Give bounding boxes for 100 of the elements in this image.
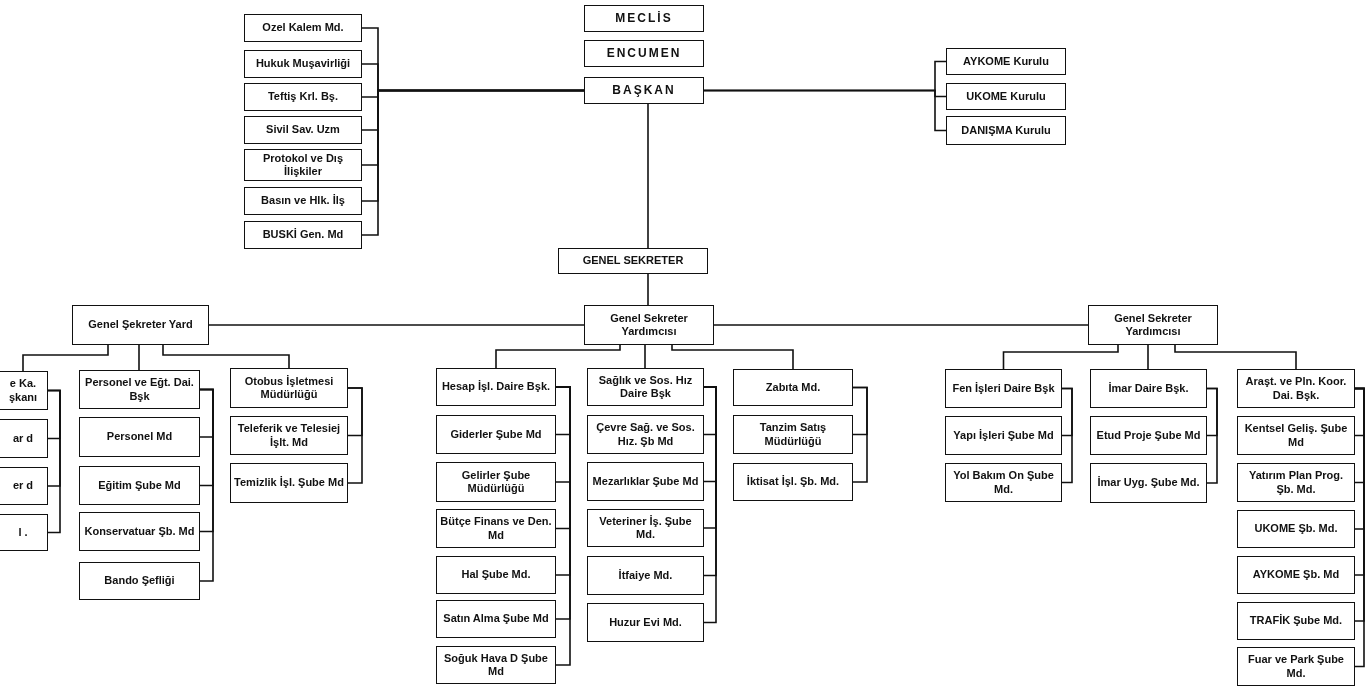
connector-line <box>647 103 649 249</box>
unit-box <box>0 371 48 410</box>
unit-box <box>558 248 708 274</box>
unit-box <box>244 221 362 249</box>
unit-box <box>244 149 362 181</box>
unit-name: Personel Md <box>106 430 173 444</box>
unit-box <box>945 463 1062 502</box>
connector-line <box>208 324 585 326</box>
connector-line <box>1147 344 1149 370</box>
unit-box <box>1237 647 1355 686</box>
unit-box <box>230 463 348 503</box>
unit-name: Bando Şefliği <box>104 574 175 588</box>
unit-box <box>1237 556 1355 594</box>
unit-box <box>436 646 556 684</box>
unit-name: Yapı İşleri Şube Md <box>953 428 1054 443</box>
unit-box <box>0 514 48 551</box>
unit-name: ar d <box>12 431 34 446</box>
unit-name: Sivil Sav. Uzm <box>266 123 340 137</box>
connector-line <box>361 89 585 236</box>
unit-name: Temizlik İşl. Şube Md <box>234 476 344 490</box>
connector-line <box>852 386 868 483</box>
unit-box <box>1237 416 1355 455</box>
connector-line <box>1061 387 1073 484</box>
connector-line <box>495 344 621 369</box>
connector-line <box>162 344 290 369</box>
unit-name: MECLİS <box>615 11 673 26</box>
unit-box <box>587 509 704 547</box>
connector-line <box>703 386 717 624</box>
connector-line <box>671 344 794 370</box>
unit-box <box>733 369 853 406</box>
connector-line <box>713 324 1089 326</box>
unit-name: Otobus İşletmesi Müdürlüğü <box>243 374 335 402</box>
unit-box <box>244 14 362 42</box>
unit-name: Tanzim Satış Müdürlüğü <box>758 421 828 448</box>
unit-box <box>230 416 348 455</box>
unit-box <box>244 83 362 111</box>
unit-box <box>1237 369 1355 408</box>
unit-box <box>72 305 209 345</box>
unit-name: Huzur Evi Md. <box>609 615 682 630</box>
unit-name: Gelirler Şube Müdürlüğü <box>460 468 532 496</box>
unit-name: Fen İşleri Daire Bşk <box>952 381 1055 396</box>
connector-line <box>647 273 649 306</box>
unit-name: TRAFİK Şube Md. <box>1249 614 1343 628</box>
unit-box <box>0 419 48 458</box>
unit-name: İktisat İşl. Şb. Md. <box>746 475 840 489</box>
connector-line <box>347 387 363 484</box>
unit-box <box>733 463 853 501</box>
unit-name: İmar Daire Bşk. <box>1108 381 1189 396</box>
unit-name: Fuar ve Park Şube Md. <box>1247 653 1345 680</box>
unit-box <box>79 562 200 600</box>
unit-box <box>587 462 704 501</box>
unit-box <box>945 416 1062 455</box>
unit-name: Kentsel Geliş. Şube Md <box>1243 422 1349 449</box>
unit-name: AYKOME Kurulu <box>963 54 1049 69</box>
connector-line <box>1002 344 1119 370</box>
unit-name: Konservatuar Şb. Md <box>84 524 195 539</box>
unit-box <box>79 417 200 457</box>
unit-box <box>1090 416 1207 455</box>
unit-box <box>1237 510 1355 548</box>
unit-box <box>230 368 348 408</box>
unit-box <box>587 556 704 595</box>
unit-name: Basın ve Hlk. İlş <box>261 194 345 208</box>
unit-name: Hesap İşl. Daire Bşk. <box>441 380 551 394</box>
unit-name: Teleferik ve Telesiej İşlt. Md <box>236 422 342 449</box>
connector-line <box>555 386 571 666</box>
unit-box <box>0 467 48 505</box>
unit-name: ENCUMEN <box>606 46 682 61</box>
unit-name: Genel Sekreter Yardımcısı <box>1113 311 1193 339</box>
connector-line <box>47 389 61 534</box>
unit-name: Satın Alma Şube Md <box>443 612 549 626</box>
unit-box <box>436 556 556 594</box>
unit-box <box>1237 463 1355 502</box>
unit-name: Çevre Sağ. ve Sos. Hız. Şb Md <box>595 421 696 448</box>
unit-name: UKOME Şb. Md. <box>1254 522 1338 536</box>
unit-box <box>946 48 1066 75</box>
unit-box <box>584 77 704 104</box>
connector-line <box>138 344 140 371</box>
unit-name: Yol Bakım On Şube Md. <box>952 469 1055 496</box>
connector-line <box>1174 344 1297 370</box>
unit-box <box>945 369 1062 408</box>
unit-box <box>1088 305 1218 345</box>
unit-name: Veteriner İş. Şube Md. <box>598 514 693 542</box>
unit-name: Personel ve Eğt. Dai. Bşk <box>84 376 195 403</box>
unit-name: Protokol ve Dış İlişkiler <box>261 151 345 179</box>
unit-box <box>1090 463 1207 503</box>
unit-name: Araşt. ve Pln. Koor. Dai. Bşk. <box>1244 375 1348 402</box>
unit-box <box>587 368 704 406</box>
connector-line <box>703 89 947 132</box>
connector-line <box>22 344 109 372</box>
unit-box <box>946 116 1066 145</box>
unit-name: İtfaiye Md. <box>618 568 673 583</box>
unit-name: Soğuk Hava D Şube Md <box>443 651 549 679</box>
unit-box <box>436 368 556 406</box>
unit-name: Etud Proje Şube Md <box>1096 428 1201 443</box>
unit-name: Hukuk Muşavirliği <box>255 57 351 71</box>
unit-name: BUSKİ Gen. Md <box>262 228 344 242</box>
unit-name: BAŞKAN <box>612 83 676 98</box>
unit-box <box>79 512 200 551</box>
unit-box <box>436 600 556 638</box>
unit-name: Giderler Şube Md <box>450 427 542 442</box>
